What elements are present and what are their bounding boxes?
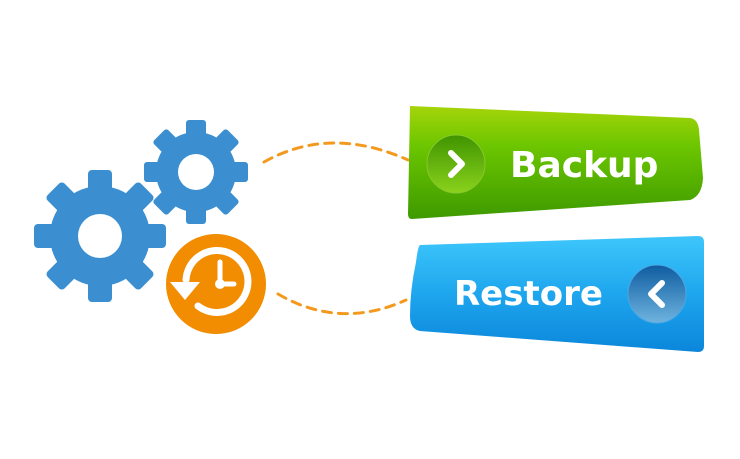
clock-history-icon — [162, 230, 270, 338]
chevron-left-icon — [627, 264, 687, 324]
backup-button[interactable]: Backup — [408, 106, 703, 219]
backup-label: Backup — [510, 145, 658, 186]
gear-large-icon — [34, 170, 166, 302]
restore-label: Restore — [454, 274, 603, 314]
restore-button[interactable]: Restore — [410, 236, 704, 352]
chevron-right-icon — [426, 134, 486, 194]
connector-restore — [276, 292, 408, 316]
connector-backup — [262, 141, 410, 164]
gear-small-icon — [144, 120, 248, 224]
